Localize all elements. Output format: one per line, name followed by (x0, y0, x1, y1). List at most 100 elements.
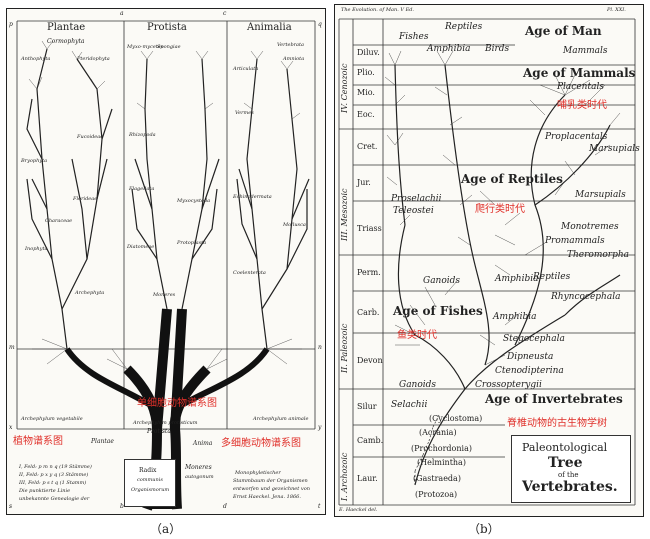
taxon-marsupials: Marsupials (589, 144, 640, 154)
taxon-amphibia-2: Amphibia (495, 274, 539, 284)
era-archozoic: I. Archozoic (340, 452, 349, 501)
group-coelenterata: Coelenterata (233, 270, 266, 276)
period-camb: Camb. (357, 436, 384, 445)
taxon-mammals: Mammals (563, 46, 608, 56)
taxon-birds: Birds (485, 44, 510, 54)
taxon-stegocephala: Stegocephala (503, 334, 565, 344)
group-rhizopoda: Rhizopoda (129, 132, 156, 138)
corner-letter-a: a (120, 10, 124, 17)
taxon-proselachii: Proselachii (391, 194, 442, 204)
label-protista: Protista (147, 428, 171, 435)
period-laur: Laur. (357, 474, 378, 483)
period-diluv: Diluv. (357, 48, 380, 57)
group-myxocystoda: Myxocystoda (177, 198, 211, 204)
taxon-cyclostoma: (Cyclostoma) (429, 414, 483, 423)
taxon-ctenodipterina: Ctenodipterina (495, 366, 564, 376)
age-of-reptiles: Age of Reptiles (461, 172, 563, 186)
annotation-animal-tree: 多细胞动物谱系图 (221, 438, 301, 449)
group-protoplasta: Protoplasta (177, 240, 207, 246)
group-vertebrata: Vertebrata (277, 42, 305, 48)
group-characeae: Characeae (45, 218, 73, 224)
group-anthophyta: Anthophyta (21, 56, 51, 62)
plate-b-drawing (338, 18, 636, 506)
label-plantae: Plantae (91, 438, 114, 445)
corner-letter-d: d (223, 503, 227, 510)
taxon-monotremes: Monotremes (561, 222, 619, 232)
kingdom-animalia: Animalia (247, 22, 292, 33)
group-inophyta: Inophyta (25, 246, 48, 252)
taxon-theromorpha: Theromorpha (567, 250, 630, 260)
corner-letter-c: c (223, 10, 227, 17)
group-mollusca: Mollusca (283, 222, 306, 228)
autogonum: autogonum (185, 474, 214, 480)
phylogeny-plate-b: The Evolution. of Man. V Ed. Pl. XXI. Ag… (334, 4, 644, 517)
group-archephyta: Archephyta (75, 290, 105, 296)
kingdom-plantae: Plantae (47, 22, 86, 33)
taxon-amphibia: Amphibia (427, 44, 471, 54)
annotation-mammal-era: 哺乳类时代 (557, 100, 607, 111)
taxon-acrania: (Acrania) (419, 428, 457, 437)
title-line-1: Paleontological (522, 441, 608, 454)
group-fucoideae: Fucoideae (77, 134, 104, 140)
taxon-helmintha: (Helmintha) (417, 458, 466, 467)
taxon-ganoids: Ganoids (423, 276, 461, 286)
taxon-fishes: Fishes (399, 32, 429, 42)
archephylum-protisticum: Archephylum protisticum (133, 420, 198, 426)
age-of-invertebrates: Age of Invertebrates (485, 392, 623, 406)
group-florideae: Florideae (73, 196, 98, 202)
signature: E. Haeckel del. (339, 507, 378, 513)
taxon-crossopterygii: Crossopterygii (475, 380, 542, 390)
period-jur: Jur. (357, 178, 371, 187)
corner-letter-p: p (9, 21, 13, 28)
group-moneres: Moneres (153, 292, 176, 298)
group-amniota: Amniota (283, 56, 305, 62)
label-anima: Anima (193, 440, 213, 447)
corner-letter-m: m (9, 344, 15, 351)
period-devon: Devon (357, 356, 383, 365)
taxon-placentals: Placentals (557, 82, 604, 92)
period-silur: Silur (357, 402, 377, 411)
taxon-dipneusta: Dipneusta (507, 352, 554, 362)
title-line-4: Vertebrates. (522, 479, 618, 495)
annotation-paleozoic-tree: 脊椎动物的古生物学树 (507, 418, 607, 429)
age-of-fishes: Age of Fishes (393, 304, 483, 318)
title-line-2: Tree (548, 455, 583, 471)
taxon-amphibia-3: Amphibia (493, 312, 537, 322)
phylogeny-plate-a: p a c q m n x y s b d t Plantae Protista… (6, 8, 326, 515)
title-box: Paleontological Tree of the Vertebrates. (511, 435, 631, 503)
group-articulata: Articulata (233, 66, 259, 72)
legend-line-4: Die punktierte Linie (19, 488, 71, 494)
legend-line-1: I, Feld: p m n q (19 Stämme) (19, 464, 92, 470)
corner-letter-s: s (9, 503, 13, 510)
legend-line-3: III, Feld: p s t q (1 Stamm) (19, 480, 87, 486)
age-of-mammals: Age of Mammals (523, 66, 636, 80)
annotation-reptile-era: 爬行类时代 (475, 204, 525, 215)
group-myxomycetes: Myxo-mycetes (127, 44, 164, 50)
taxon-promammals: Promammals (545, 236, 605, 246)
book-header: The Evolution. of Man. V Ed. (341, 7, 415, 13)
stammbaum-line-2: Stammbaum der Organismen (233, 478, 308, 484)
era-paleozoic: II. Paleozoic (340, 323, 349, 373)
taxon-protozoa: (Protozoa) (415, 490, 458, 499)
taxon-reptiles-2: Reptiles (533, 272, 571, 282)
group-pteridophyta: Pteridophyta (77, 56, 110, 62)
group-vermes: Vermes (235, 110, 254, 116)
period-carb: Carb. (357, 308, 380, 317)
taxon-selachii: Selachii (391, 400, 428, 410)
corner-letter-y: y (318, 424, 322, 431)
stammbaum-line-1: Monophyletischer (235, 470, 281, 476)
corner-letter-t: t (318, 503, 321, 510)
radix-label: Radix (139, 467, 157, 474)
group-cormophyta: Cormophyta (47, 38, 85, 45)
period-eoc: Eoc. (357, 110, 375, 119)
corner-letter-n: n (318, 344, 322, 351)
group-echinodermata: Echinodermata (233, 194, 272, 200)
moneres-bottom: Moneres (185, 464, 212, 471)
period-mio: Mio. (357, 88, 375, 97)
organismorum-label: Organismorum (131, 487, 170, 493)
taxon-gastraeda: (Gastraeda) (413, 474, 461, 483)
taxon-rhyncocephala: Rhyncocephala (551, 292, 621, 302)
annotation-fish-era: 鱼类时代 (397, 330, 437, 341)
period-cret: Cret. (357, 142, 378, 151)
era-cenozoic: IV. Cenozoic (340, 63, 349, 113)
